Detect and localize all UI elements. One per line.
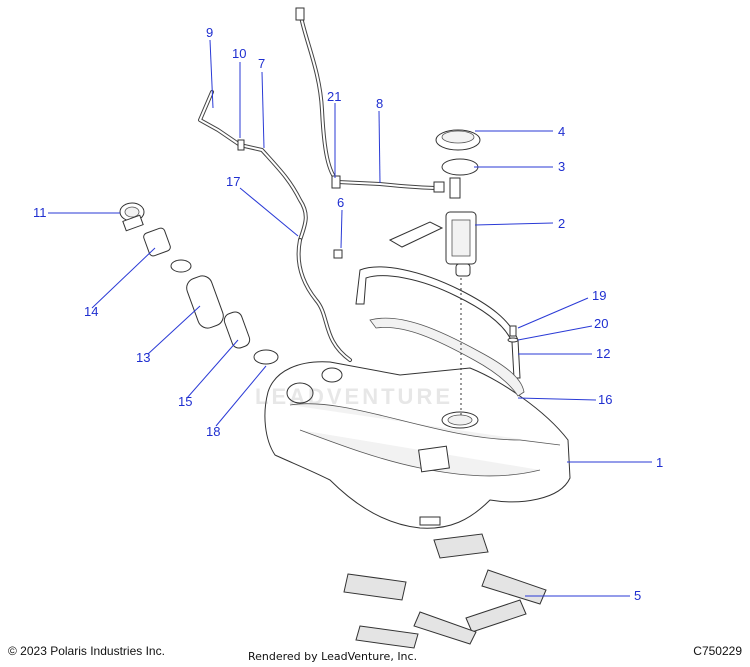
seal-ring-part[interactable] [441,158,479,176]
filler-cap-part[interactable] [119,202,145,232]
diagram-code: C750229 [693,644,742,658]
callout-12[interactable]: 12 [596,346,610,361]
render-credit: Rendered by LeadVenture, Inc. [248,650,418,663]
callout-5[interactable]: 5 [634,588,641,603]
callout-3[interactable]: 3 [558,159,565,174]
copyright-notice: © 2023 Polaris Industries Inc. [8,644,165,658]
clamp-part[interactable] [222,310,279,365]
callout-1[interactable]: 1 [656,455,663,470]
tank-strap-part[interactable] [355,266,521,379]
callout-18[interactable]: 18 [206,424,220,439]
callout-11[interactable]: 11 [33,205,47,220]
fuel-pump-part[interactable] [388,177,477,277]
callout-6[interactable]: 6 [337,195,344,210]
callout-10[interactable]: 10 [232,46,246,61]
bolt-part[interactable] [509,325,517,337]
lock-ring-part[interactable] [435,129,481,151]
fuel-tank-part[interactable] [264,361,571,529]
callout-7[interactable]: 7 [258,56,265,71]
callout-20[interactable]: 20 [594,316,608,331]
filler-neck-part[interactable] [143,227,192,273]
callout-9[interactable]: 9 [206,25,213,40]
strap-pad-part[interactable] [369,317,525,397]
filler-hose-part[interactable] [184,273,226,331]
callout-16[interactable]: 16 [598,392,612,407]
leader-lines [48,39,652,597]
callout-13[interactable]: 13 [136,350,150,365]
callout-19[interactable]: 19 [592,288,606,303]
vent-hose-assembly[interactable] [198,7,445,362]
callout-8[interactable]: 8 [376,96,383,111]
tank-pads-part[interactable] [343,533,547,649]
callout-17[interactable]: 17 [226,174,240,189]
callout-4[interactable]: 4 [558,124,565,139]
callout-14[interactable]: 14 [84,304,98,319]
washer-part[interactable] [507,337,519,343]
fitting-part[interactable] [333,249,343,259]
callout-2[interactable]: 2 [558,216,565,231]
callout-21[interactable]: 21 [327,89,341,104]
watermark-text: LEADVENTURE [255,384,454,409]
callout-15[interactable]: 15 [178,394,192,409]
